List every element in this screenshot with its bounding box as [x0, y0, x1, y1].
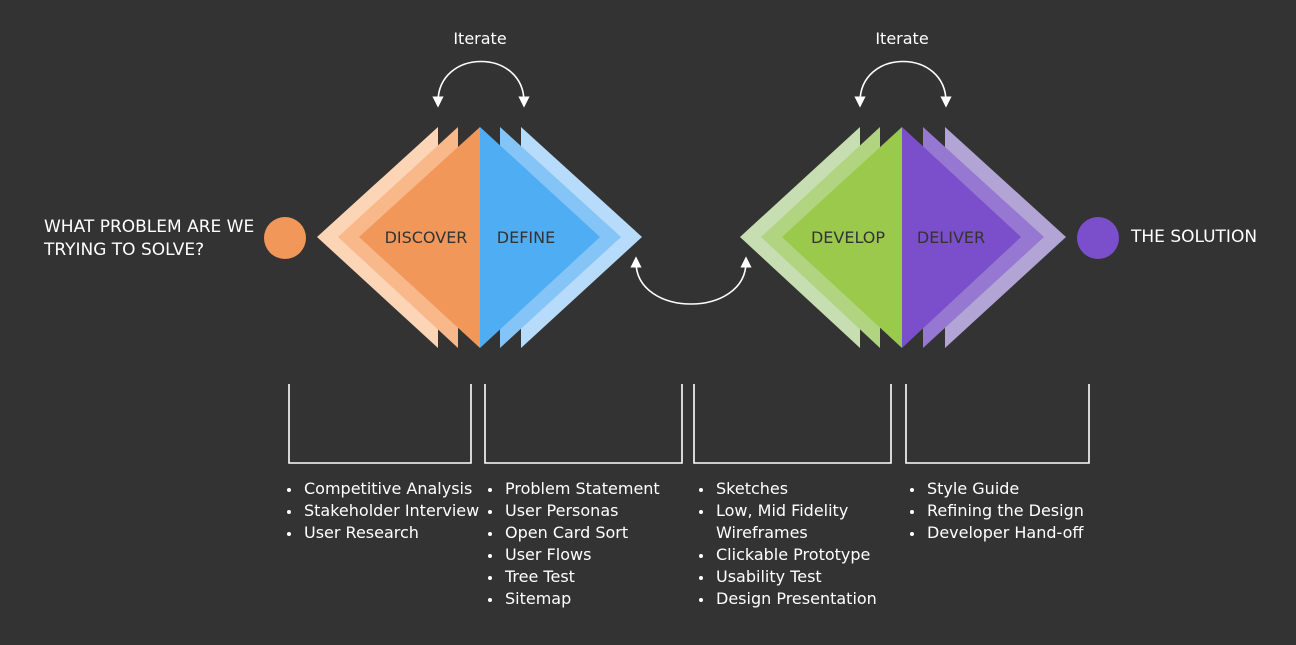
bracket-develop	[693, 384, 892, 464]
method-lists: Competitive Analysis Stakeholder Intervi…	[0, 478, 1296, 638]
start-dot	[264, 217, 306, 259]
discover-methods: Competitive Analysis Stakeholder Intervi…	[285, 478, 479, 544]
list-item: Sitemap	[486, 588, 660, 610]
solution-label: THE SOLUTION	[1131, 227, 1258, 247]
list-item: Design Presentation	[697, 588, 877, 610]
end-dot	[1077, 217, 1119, 259]
discover-layer-1	[359, 127, 480, 348]
deliver-layer-1	[902, 127, 1021, 348]
bracket-define	[484, 384, 683, 464]
list-item: Sketches	[697, 478, 877, 500]
problem-label-line2: TRYING TO SOLVE?	[44, 240, 205, 260]
list-item: Refining the Design	[908, 500, 1084, 522]
list-item: Stakeholder Interview	[285, 500, 479, 522]
develop-diamond	[740, 127, 902, 348]
list-item: Competitive Analysis	[285, 478, 479, 500]
list-item: Open Card Sort	[486, 522, 660, 544]
deliver-methods: Style Guide Refining the Design Develope…	[908, 478, 1084, 544]
list-item: Problem Statement	[486, 478, 660, 500]
phase-label-develop: DEVELOP	[811, 228, 885, 247]
iterate-label-right: Iterate	[875, 29, 928, 48]
list-item-continuation: Wireframes	[716, 523, 808, 542]
list-item: User Flows	[486, 544, 660, 566]
list-item: Developer Hand-off	[908, 522, 1084, 544]
list-item: User Personas	[486, 500, 660, 522]
list-item: Style Guide	[908, 478, 1084, 500]
develop-methods: Sketches Low, Mid Fidelity Wireframes Cl…	[697, 478, 877, 610]
deliver-diamond	[902, 127, 1066, 348]
iterate-arrow-right	[854, 60, 952, 108]
problem-label-line1: WHAT PROBLEM ARE WE	[44, 217, 255, 237]
phase-label-deliver: DELIVER	[917, 228, 985, 247]
list-item: Clickable Prototype	[697, 544, 877, 566]
bracket-deliver	[905, 384, 1090, 464]
list-item: Low, Mid Fidelity	[697, 500, 877, 522]
define-layer-1	[480, 127, 600, 348]
list-item: Tree Test	[486, 566, 660, 588]
develop-layer-1	[782, 127, 902, 348]
iterate-arrow-left	[432, 60, 530, 108]
problem-label: WHAT PROBLEM ARE WE TRYING TO SOLVE?	[44, 216, 254, 262]
bracket-discover	[288, 384, 472, 464]
phase-label-define: DEFINE	[497, 228, 555, 247]
define-diamond	[480, 127, 642, 348]
connector-arrow	[630, 256, 752, 305]
define-methods: Problem Statement User Personas Open Car…	[486, 478, 660, 610]
list-item: Usability Test	[697, 566, 877, 588]
discover-diamond	[317, 127, 480, 348]
phase-label-discover: DISCOVER	[385, 228, 468, 247]
list-item: User Research	[285, 522, 479, 544]
iterate-label-left: Iterate	[453, 29, 506, 48]
